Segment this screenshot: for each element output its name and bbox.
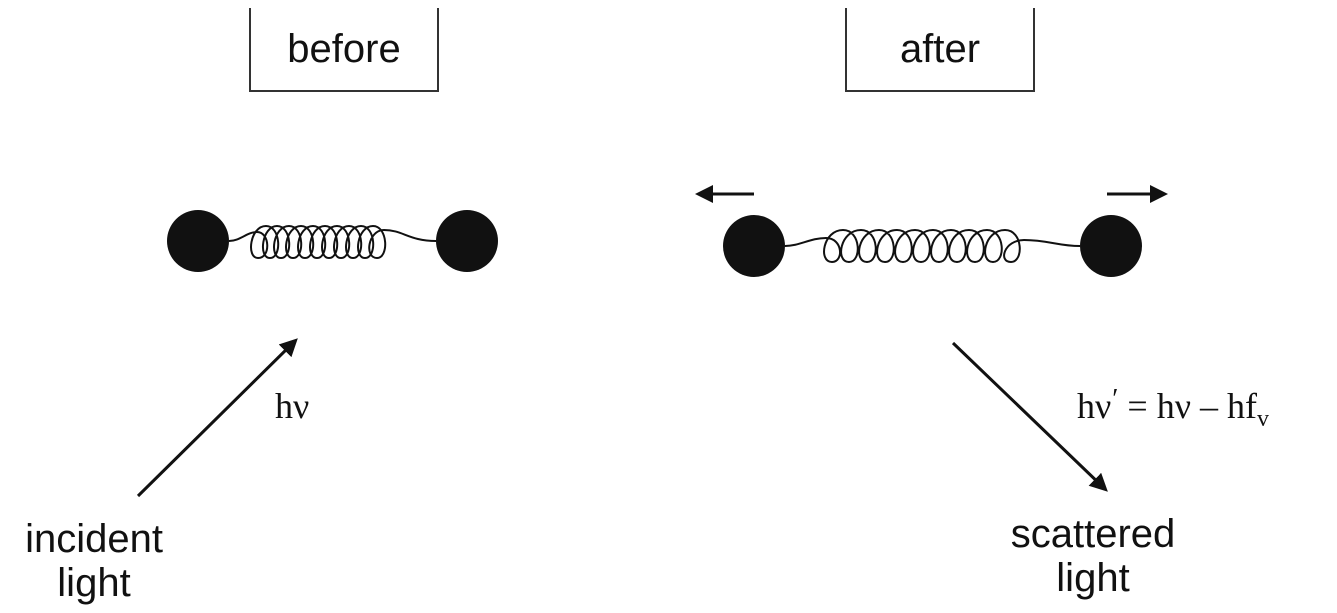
scattered-line-2: light [1056, 556, 1130, 600]
incident-light-label: incident light [14, 517, 174, 605]
after-left-atom [723, 215, 785, 277]
after-label: after [899, 27, 981, 71]
scattered-line-1: scattered [1010, 512, 1176, 556]
incident-line-1: incident [25, 517, 163, 561]
before-right-atom [436, 210, 498, 272]
after-spring [784, 228, 1081, 264]
after-box: after [845, 8, 1035, 92]
after-right-atom [1080, 215, 1142, 277]
incident-photon-label: hν [275, 386, 310, 426]
incident-line-2: light [57, 561, 131, 605]
scattered-photon-equation: hν′ = hν – hfv [1077, 384, 1269, 432]
scattered-light-label: scattered light [998, 512, 1188, 600]
before-left-atom [167, 210, 229, 272]
before-box: before [249, 8, 439, 92]
incident-arrow [136, 338, 298, 498]
scattered-arrow [951, 341, 1108, 492]
before-label: before [287, 27, 401, 71]
before-spring [228, 224, 437, 260]
